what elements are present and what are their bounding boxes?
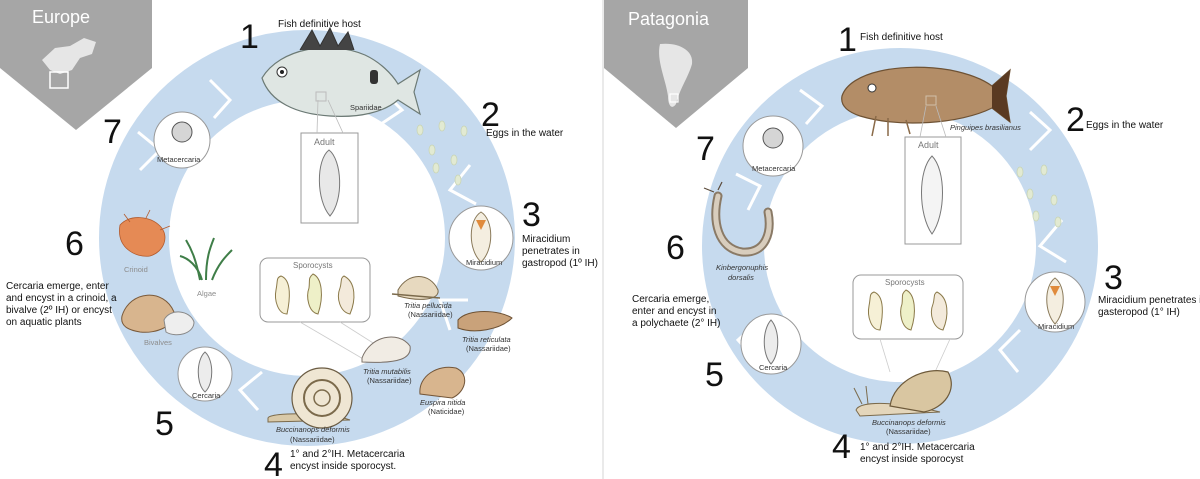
europe-crinoid-label: Crinoid — [124, 265, 148, 274]
europe-tritia-mutabilis-snail — [361, 336, 411, 363]
europe-step-7-number: 7 — [103, 113, 122, 151]
europe-cercaria-label: Cercaria — [192, 391, 221, 400]
europe-step-2-number: 2 — [481, 96, 500, 134]
patagonia-step-2-label: Eggs in the water — [1086, 120, 1164, 131]
europe-tritia-mutabilis-family: (Nassariidae) — [367, 376, 412, 385]
patagonia-buccinanops-family: (Nassariidae) — [886, 427, 931, 436]
europe-step-6-line-3: bivalve (2º IH) or encyst — [6, 305, 112, 316]
patagonia-step-4-line-1: 1° and 2°IH. Metacercaria — [860, 442, 975, 453]
europe-step-1-label: Fish definitive host — [278, 19, 361, 30]
europe-tritia-pellucida-snail — [391, 276, 441, 300]
europe-tritia-reticulata-snail — [457, 311, 513, 332]
patagonia-step-4-line-2: encyst inside sporocyst — [860, 454, 964, 465]
europe-tritia-reticulata-family: (Nassariidae) — [466, 344, 511, 353]
patagonia-miracidium-icon — [1046, 277, 1064, 325]
europe-step-3-line-1: Miracidium — [522, 234, 570, 245]
patagonia-step-2-number: 2 — [1066, 101, 1085, 139]
europe-banner — [0, 0, 152, 130]
europe-step-6-number: 6 — [65, 225, 84, 263]
patagonia-step-7-number: 7 — [696, 130, 715, 168]
europe-map-icon — [42, 38, 96, 89]
europe-bivalves-illustration — [121, 294, 195, 336]
europe-buccinanops-name: Buccinanops deformis — [276, 425, 350, 434]
patagonia-polychaete-worm-illustration — [703, 181, 774, 257]
europe-miracidium-icon — [470, 211, 492, 263]
europe-sporocysts-icon — [275, 273, 355, 315]
europe-panel: Europe 1 Fish definitive host Spariidae … — [0, 0, 598, 479]
europe-miracidium-label: Miracidium — [466, 258, 502, 267]
patagonia-step-3-line-1: Miracidium penetrates in — [1098, 295, 1200, 306]
patagonia-adult-fluke-icon — [921, 155, 943, 235]
europe-euspira-nitida-snail — [419, 366, 466, 399]
europe-adult-fluke-icon — [318, 149, 341, 217]
patagonia-buccinanops-name: Buccinanops deformis — [872, 418, 946, 427]
patagonia-step-1-number: 1 — [838, 21, 857, 59]
europe-step-6-line-4: on aquatic plants — [6, 317, 82, 328]
patagonia-step-3-number: 3 — [1104, 259, 1123, 297]
patagonia-cercaria-icon — [763, 319, 779, 365]
europe-euspira-nitida-family: (Naticidae) — [428, 407, 465, 416]
europe-tritia-pellucida-name: Tritia pellucida — [404, 301, 452, 310]
patagonia-worm-name-line-1: Kinbergonuphis — [716, 263, 768, 272]
patagonia-cercaria-label: Cercaria — [759, 363, 788, 372]
patagonia-fish-species: Pinguipes brasilianus — [950, 123, 1021, 132]
europe-algae-label: Algae — [197, 289, 216, 298]
europe-region-title: Europe — [32, 7, 90, 27]
patagonia-eggs-illustration — [1016, 164, 1062, 228]
patagonia-pinguipes-fish-illustration — [841, 66, 1011, 137]
patagonia-sporocysts-icon — [868, 289, 948, 331]
patagonia-step-6-line-2: enter and encyst in — [632, 306, 717, 317]
south-america-map-icon — [659, 43, 693, 107]
europe-step-4-number: 4 — [264, 446, 283, 479]
europe-sparid-fish-illustration — [261, 26, 421, 117]
europe-fish-species: Spariidae — [350, 103, 382, 112]
europe-crinoid-illustration — [119, 209, 171, 257]
europe-metacercaria-icon — [171, 121, 193, 143]
europe-step-4-line-2: encyst inside sporocyst. — [290, 461, 396, 472]
patagonia-step-6-line-1: Cercaria emerge, — [632, 294, 709, 305]
europe-tritia-mutabilis-name: Tritia mutabilis — [363, 367, 411, 376]
patagonia-step-5-number: 5 — [705, 356, 724, 394]
europe-step-6-line-2: and encyst in a crinoid, a — [6, 293, 117, 304]
europe-metacercaria-label: Metacercaria — [157, 155, 201, 164]
europe-sporocysts-label: Sporocysts — [293, 261, 333, 270]
europe-step-1-number: 1 — [240, 18, 259, 56]
patagonia-adult-label: Adult — [918, 140, 939, 150]
patagonia-metacercaria-label: Metacercaria — [752, 164, 796, 173]
patagonia-step-1-label: Fish definitive host — [860, 32, 943, 43]
europe-tritia-pellucida-family: (Nassariidae) — [408, 310, 453, 319]
europe-step-4-line-1: 1° and 2°IH. Metacercaria — [290, 449, 405, 460]
patagonia-metacercaria-icon — [762, 127, 784, 149]
europe-bivalves-label: Bivalves — [144, 338, 172, 347]
europe-step-3-line-3: gastropod (1º IH) — [522, 258, 598, 269]
europe-step-2-label: Eggs in the water — [486, 128, 564, 139]
europe-algae-illustration — [179, 237, 233, 281]
europe-eggs-illustration — [416, 120, 468, 186]
europe-buccinanops-snail — [267, 367, 353, 429]
patagonia-miracidium-eyespot-icon — [1050, 286, 1060, 296]
patagonia-region-title: Patagonia — [628, 9, 710, 29]
patagonia-step-3-line-2: gasteropod (1° IH) — [1098, 307, 1180, 318]
patagonia-miracidium-label: Miracidium — [1038, 322, 1074, 331]
patagonia-worm-name-line-2: dorsalis — [728, 273, 754, 282]
europe-adult-label: Adult — [314, 137, 335, 147]
europe-buccinanops-family: (Nassariidae) — [290, 435, 335, 444]
europe-miracidium-eyespot-icon — [476, 220, 486, 230]
europe-step-5-number: 5 — [155, 405, 174, 443]
patagonia-panel: Patagonia 1 Fish definitive host Pinguip… — [604, 0, 1200, 466]
europe-step-3-line-2: penetrates in — [522, 246, 580, 257]
patagonia-step-6-number: 6 — [666, 229, 685, 267]
europe-euspira-nitida-name: Euspira nitida — [420, 398, 465, 407]
patagonia-step-6-line-3: a polychaete (2° IH) — [632, 318, 721, 329]
europe-step-6-line-1: Cercaria emerge, enter — [6, 281, 109, 292]
europe-step-3-number: 3 — [522, 196, 541, 234]
patagonia-buccinanops-snail — [853, 370, 952, 417]
patagonia-sporocysts-label: Sporocysts — [885, 278, 925, 287]
europe-tritia-reticulata-name: Tritia reticulata — [462, 335, 511, 344]
patagonia-step-4-number: 4 — [832, 428, 851, 466]
europe-cercaria-icon — [197, 351, 213, 393]
